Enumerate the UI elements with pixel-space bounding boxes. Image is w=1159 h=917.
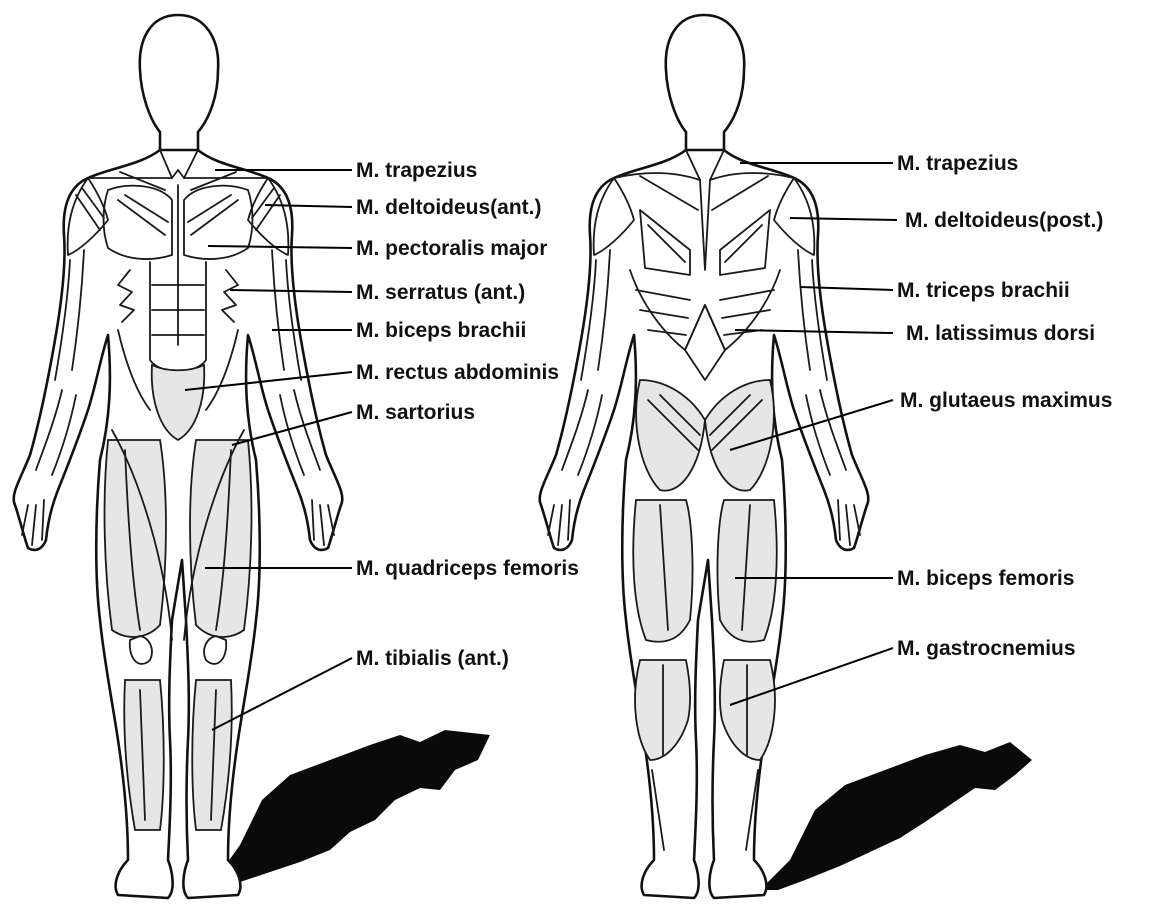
label-front-quadriceps-femoris: M. quadriceps femoris bbox=[356, 557, 579, 580]
front-head bbox=[138, 13, 220, 157]
leader-front-pectoralis-major bbox=[207, 245, 353, 249]
back-body-figure bbox=[538, 13, 870, 900]
label-front-sartorius: M. sartorius bbox=[356, 401, 475, 424]
label-back-biceps-femoris: M. biceps femoris bbox=[897, 567, 1074, 590]
leader-back-deltoideus-post bbox=[789, 217, 898, 221]
label-front-biceps-brachii: M. biceps brachii bbox=[356, 319, 526, 342]
leader-back-gastrocnemius bbox=[729, 647, 894, 706]
back-figure-shadow bbox=[760, 742, 1032, 890]
label-front-rectus-abdominis: M. rectus abdominis bbox=[356, 361, 559, 384]
label-front-trapezius: M. trapezius bbox=[356, 159, 477, 182]
front-body-outline bbox=[12, 148, 344, 900]
back-labels: M. trapezius M. deltoideus(post.) M. tri… bbox=[729, 152, 1112, 706]
leader-front-deltoideus-ant bbox=[264, 204, 353, 208]
front-labels: M. trapezius M. deltoideus(ant.) M. pect… bbox=[184, 159, 579, 731]
label-back-trapezius: M. trapezius bbox=[897, 152, 1018, 175]
label-front-tibialis-ant: M. tibialis (ant.) bbox=[356, 647, 509, 670]
leader-front-sartorius bbox=[231, 411, 353, 446]
back-body-outline bbox=[538, 148, 870, 900]
leader-front-tibialis-ant bbox=[211, 657, 353, 731]
label-back-latissimus-dorsi: M. latissimus dorsi bbox=[906, 322, 1095, 345]
leader-front-rectus-abdominis bbox=[184, 371, 353, 391]
leader-back-triceps-brachii bbox=[799, 286, 894, 291]
leader-back-latissimus-dorsi bbox=[734, 329, 894, 334]
label-back-deltoideus-post: M. deltoideus(post.) bbox=[905, 209, 1103, 232]
label-back-triceps-brachii: M. triceps brachii bbox=[897, 279, 1070, 302]
front-figure-shadow bbox=[215, 730, 490, 882]
label-front-pectoralis-major: M. pectoralis major bbox=[356, 237, 547, 260]
leader-back-glutaeus-maximus bbox=[729, 399, 894, 451]
label-back-gastrocnemius: M. gastrocnemius bbox=[897, 637, 1076, 660]
label-front-serratus-ant: M. serratus (ant.) bbox=[356, 281, 525, 304]
front-body-figure bbox=[12, 13, 344, 900]
back-head bbox=[664, 13, 746, 157]
label-back-glutaeus-maximus: M. glutaeus maximus bbox=[900, 389, 1112, 412]
label-front-deltoideus-ant: M. deltoideus(ant.) bbox=[356, 196, 542, 219]
leader-front-serratus-ant bbox=[229, 289, 353, 293]
